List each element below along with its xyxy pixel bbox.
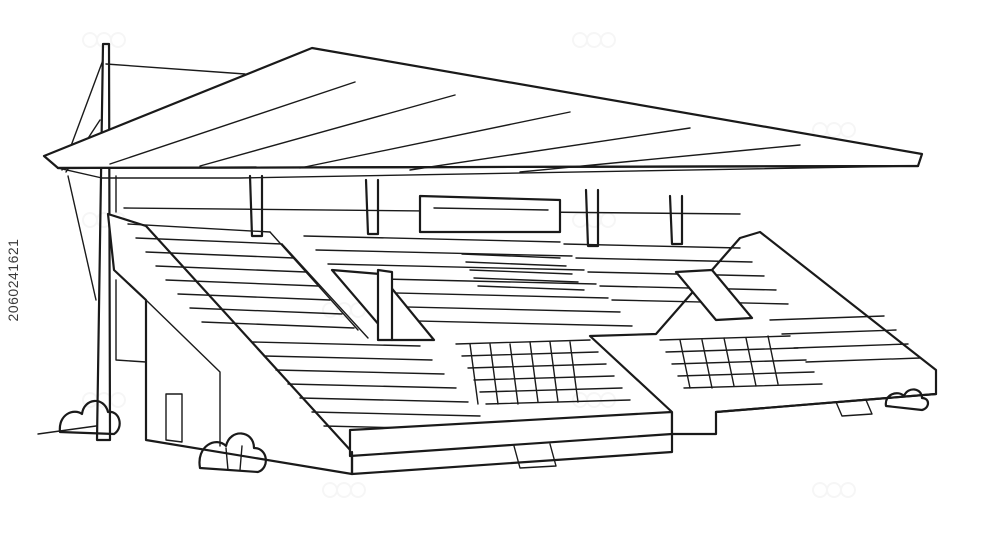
seat-grid-right — [659, 335, 823, 389]
seat-grid-top — [461, 253, 585, 291]
left-stand-wall — [106, 212, 354, 476]
floodlight-mast — [61, 42, 246, 442]
bush-center — [198, 432, 267, 474]
seating-tiers-left — [127, 223, 493, 431]
bush-left — [58, 399, 121, 436]
right-stand — [563, 230, 938, 436]
press-box — [418, 194, 562, 234]
seating-center — [303, 235, 633, 342]
stock-id-text: 2060241621 — [5, 238, 21, 321]
stock-id-watermark: 2060241621 — [2, 238, 24, 321]
ground-line — [37, 425, 97, 435]
bush-right — [884, 388, 930, 412]
stand-roof — [42, 46, 924, 179]
seat-grid-front-left — [455, 339, 631, 405]
